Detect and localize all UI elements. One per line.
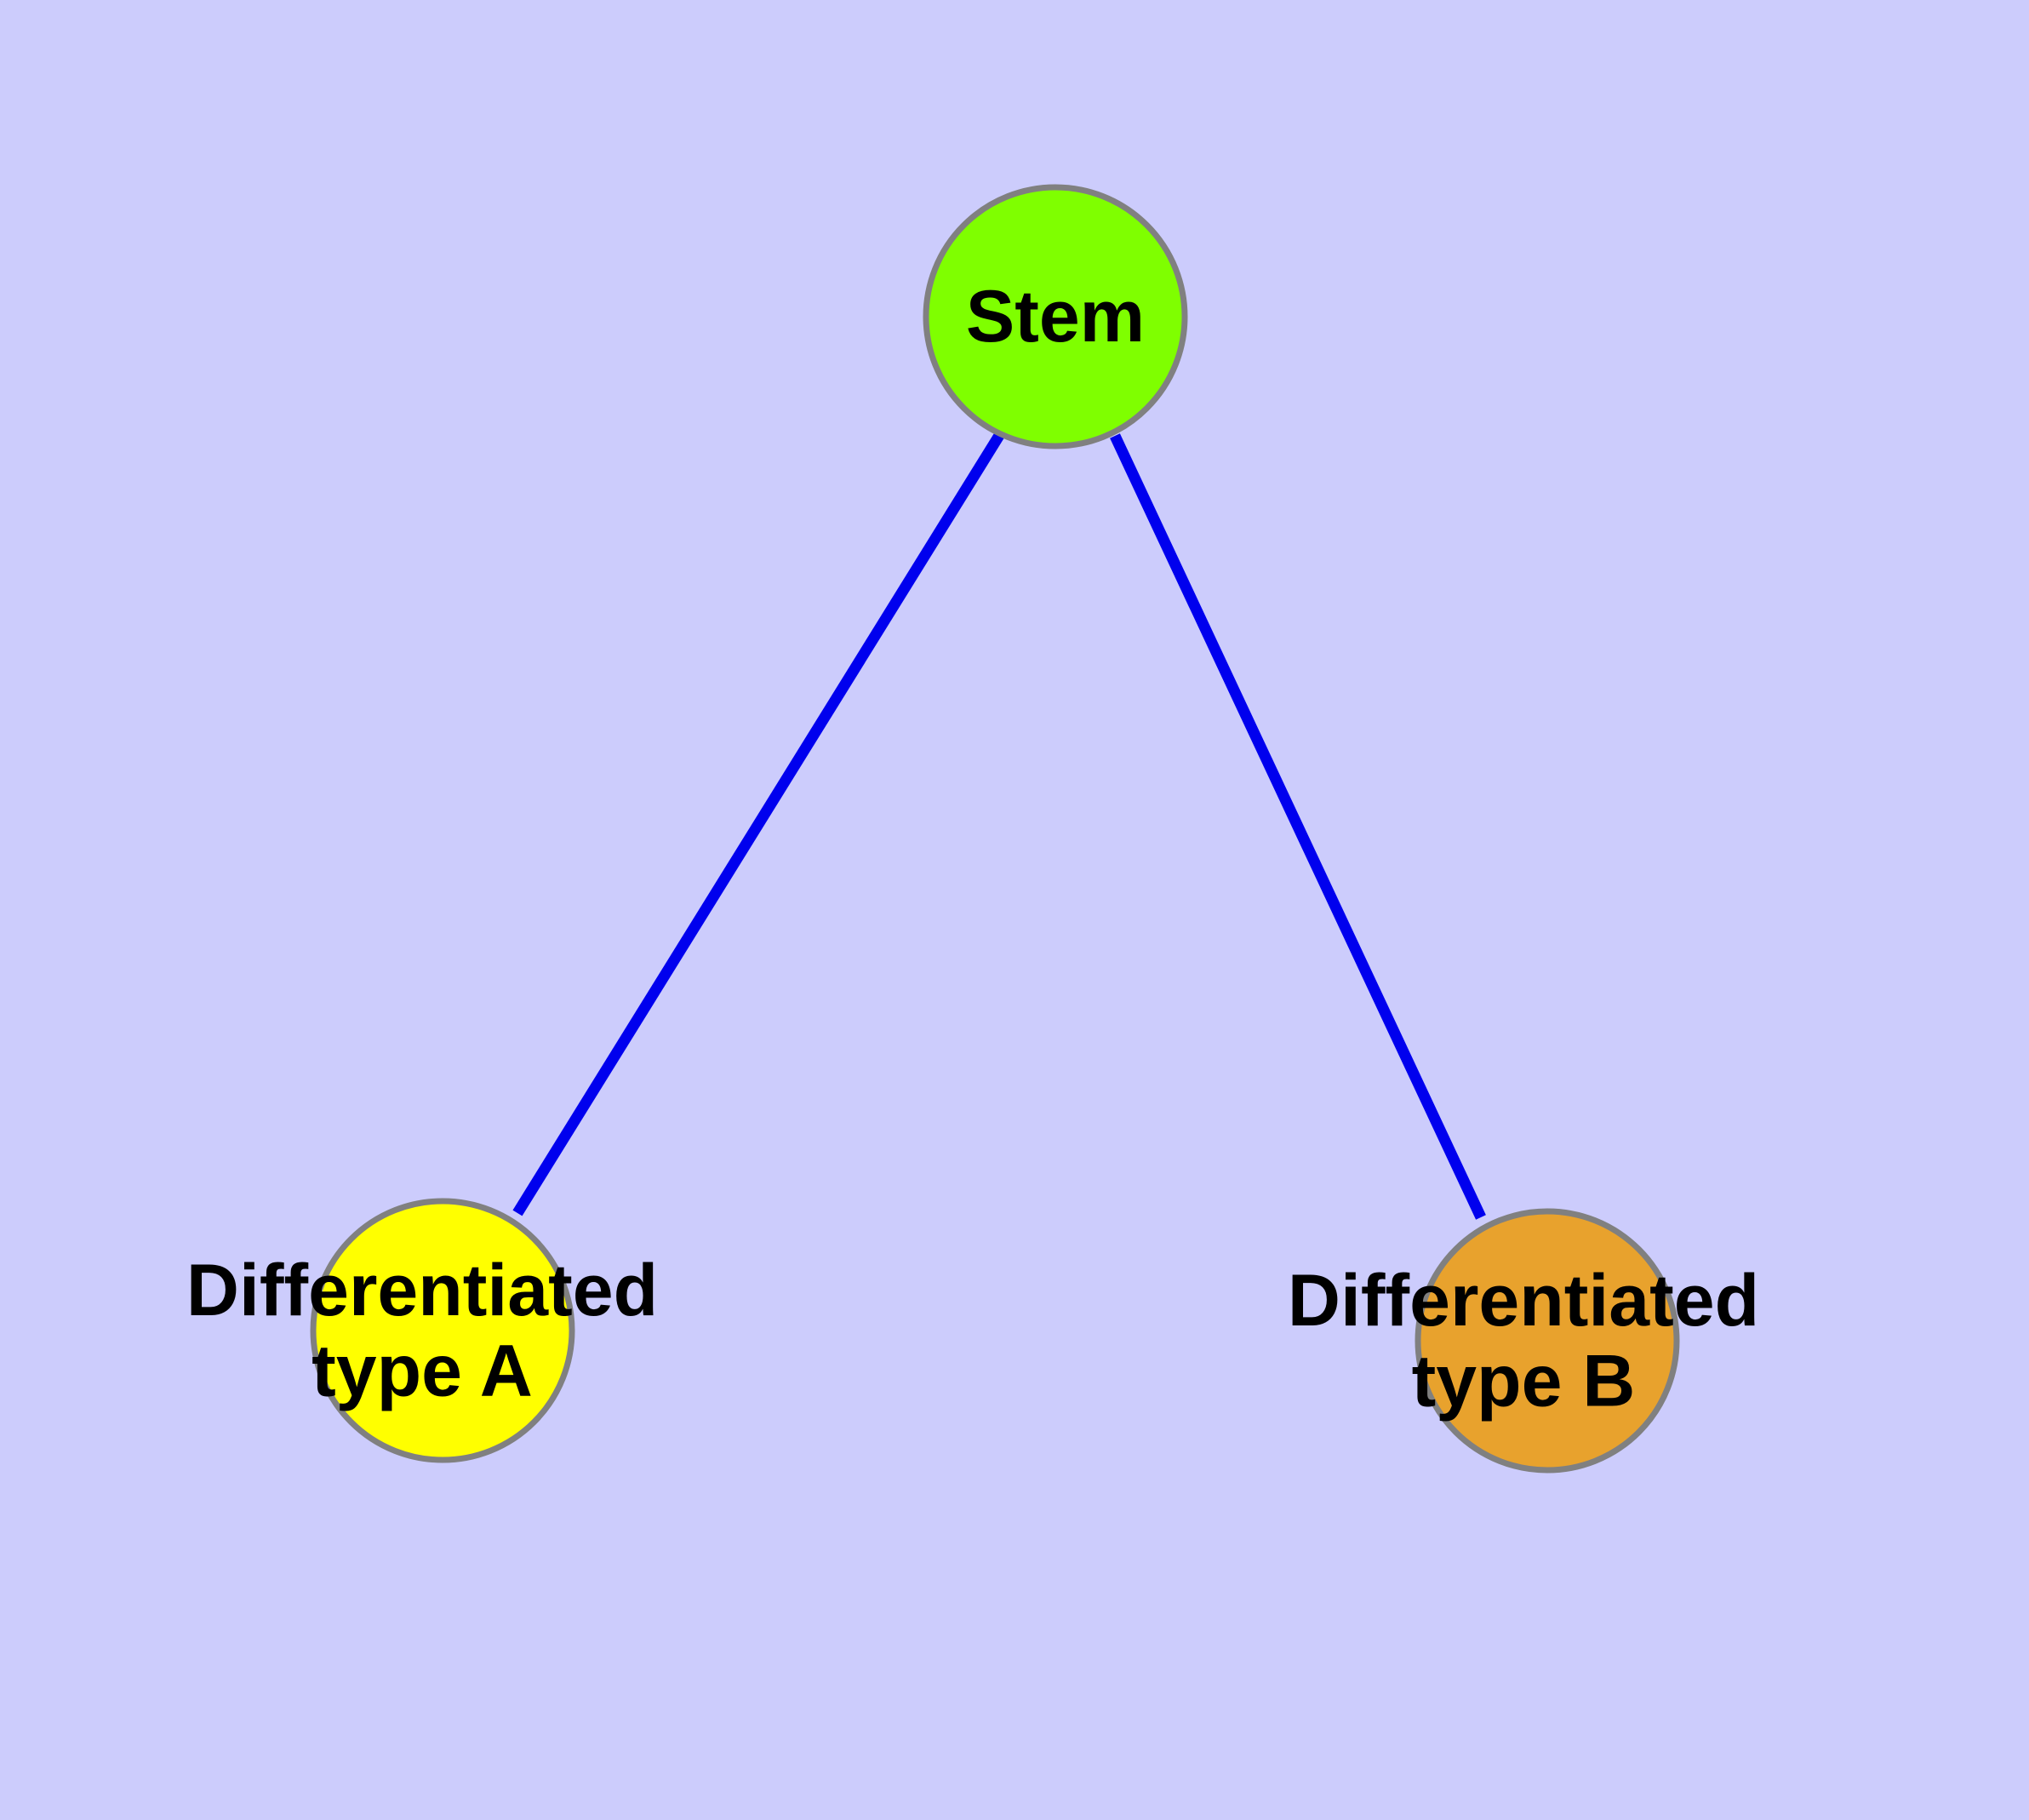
node-differentiated-type-b[interactable] <box>1415 1208 1680 1474</box>
node-label-stem: Stem <box>966 276 1145 358</box>
edge-stem-to-differentiated-type-a[interactable] <box>512 431 1005 1216</box>
edge-stem-to-differentiated-type-b[interactable] <box>1110 433 1486 1220</box>
node-layer <box>310 184 1680 1474</box>
node-stem[interactable] <box>923 184 1188 449</box>
node-differentiated-type-a[interactable] <box>310 1198 575 1463</box>
edge-layer <box>512 431 1486 1220</box>
